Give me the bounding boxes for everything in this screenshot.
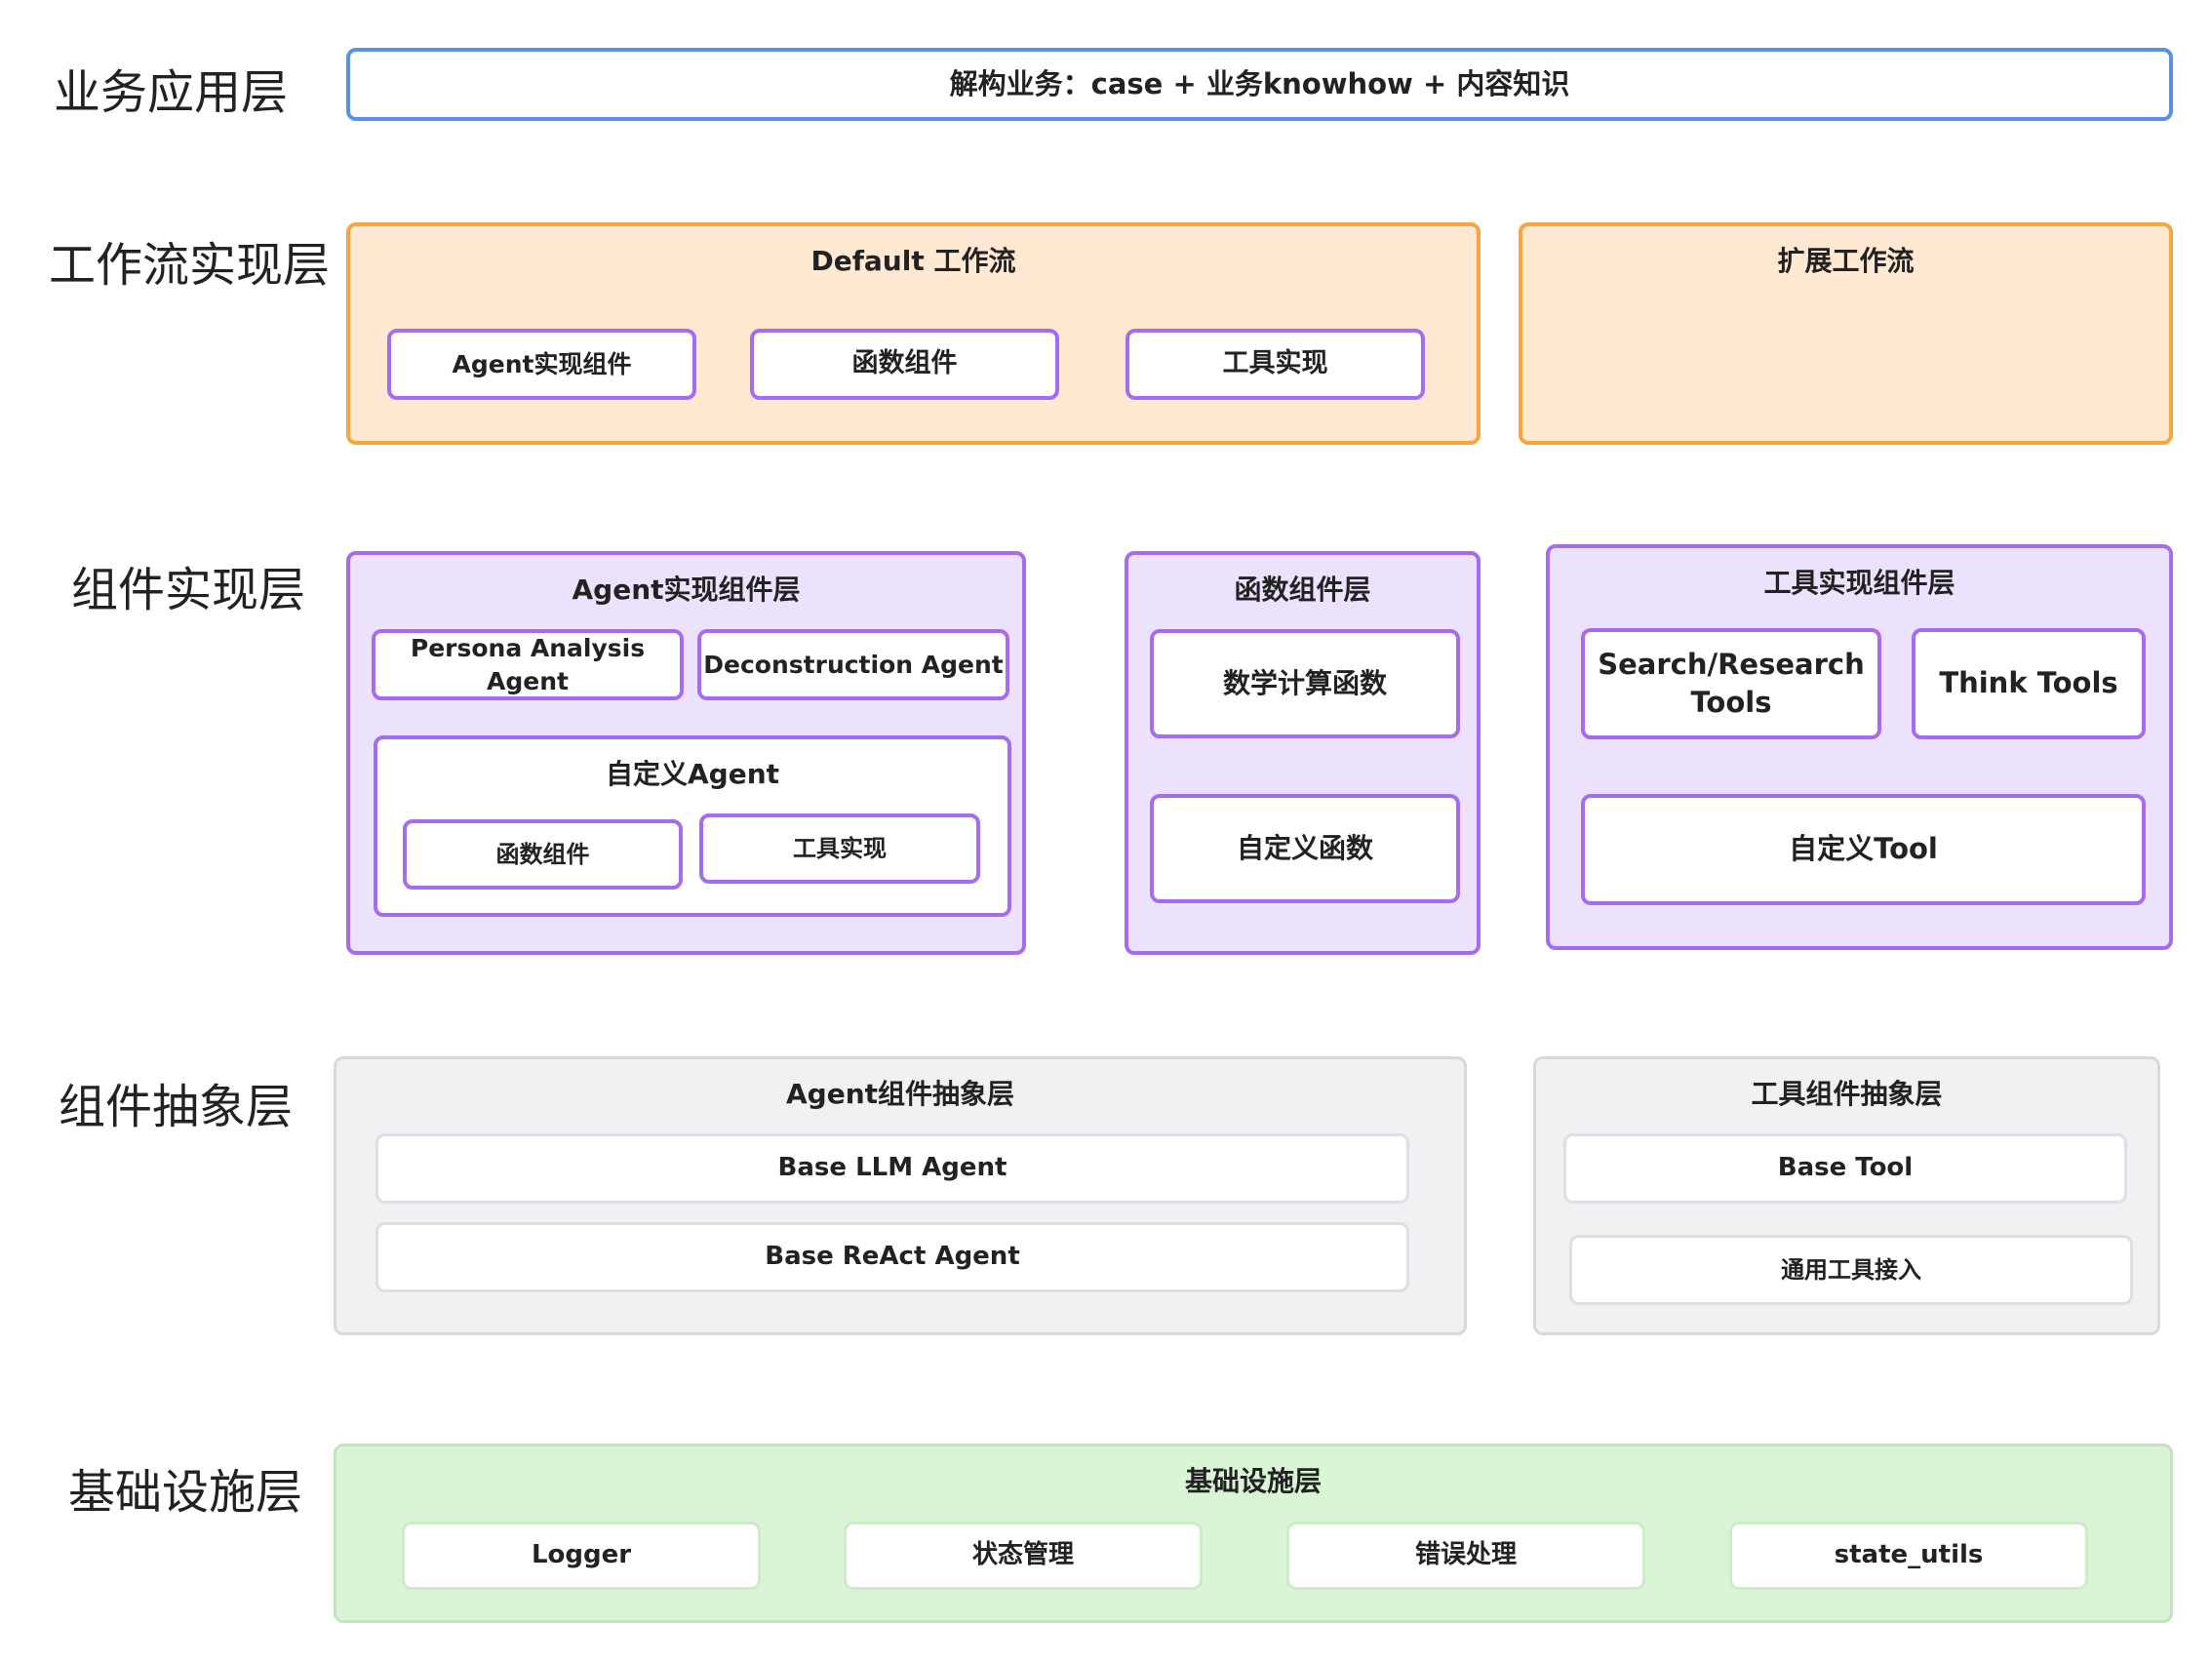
layer-label-workflow: 工作流实现层 [49,238,331,293]
layer-label-component-impl: 组件实现层 [71,563,306,617]
default-workflow-box: Default 工作流 Agent实现组件 函数组件 工具实现 [346,222,1481,445]
custom-agent-tool: 工具实现 [699,813,980,884]
infra-state-utils: state_utils [1729,1522,2088,1590]
agent-abstract-layer-box: Agent组件抽象层 Base LLM Agent Base ReAct Age… [334,1056,1467,1335]
function-layer-box: 函数组件层 数学计算函数 自定义函数 [1125,551,1481,955]
agent-impl-layer-title: Agent实现组件层 [572,574,801,606]
base-llm-agent: Base LLM Agent [375,1133,1409,1204]
function-layer-title: 函数组件层 [1234,574,1371,606]
custom-agent-function: 函数组件 [403,819,683,890]
custom-tool: 自定义Tool [1581,794,2146,905]
workflow-item-tool: 工具实现 [1126,329,1425,400]
infra-error-handling: 错误处理 [1286,1522,1645,1590]
generic-tool-integration: 通用工具接入 [1569,1235,2133,1305]
custom-agent-box: 自定义Agent 函数组件 工具实现 [374,735,1011,917]
custom-function: 自定义函数 [1150,794,1460,903]
extended-workflow-box: 扩展工作流 [1519,222,2173,445]
workflow-item-function: 函数组件 [750,329,1059,400]
business-box: 解构业务：case + 业务knowhow + 内容知识 [346,48,2173,121]
math-function: 数学计算函数 [1150,629,1460,738]
tool-abstract-layer-title: 工具组件抽象层 [1751,1078,1943,1110]
deconstruction-agent: Deconstruction Agent [697,629,1009,700]
base-tool: Base Tool [1563,1133,2127,1204]
agent-abstract-layer-title: Agent组件抽象层 [785,1078,1015,1110]
base-react-agent: Base ReAct Agent [375,1222,1409,1292]
default-workflow-title: Default 工作流 [810,245,1016,277]
custom-agent-title: 自定义Agent [605,758,780,790]
workflow-item-agent: Agent实现组件 [387,329,696,400]
layer-label-business: 业务应用层 [54,65,289,120]
agent-impl-layer-box: Agent实现组件层 Persona Analysis Agent Decons… [346,551,1026,955]
infra-state-management: 状态管理 [844,1522,1203,1590]
infra-logger: Logger [402,1522,761,1590]
tool-impl-layer-box: 工具实现组件层 Search/Research Tools Think Tool… [1546,544,2173,950]
extended-workflow-title: 扩展工作流 [1777,245,1915,277]
persona-analysis-agent: Persona Analysis Agent [372,629,684,700]
think-tools: Think Tools [1912,628,2146,739]
infrastructure-box: 基础设施层 Logger 状态管理 错误处理 state_utils [334,1444,2173,1623]
search-research-tools: Search/Research Tools [1581,628,1881,739]
infrastructure-title: 基础设施层 [1184,1465,1322,1497]
layer-label-component-abstract: 组件抽象层 [59,1080,294,1134]
layer-label-infrastructure: 基础设施层 [68,1465,303,1520]
tool-abstract-layer-box: 工具组件抽象层 Base Tool 通用工具接入 [1533,1056,2160,1335]
tool-impl-layer-title: 工具实现组件层 [1763,567,1955,599]
